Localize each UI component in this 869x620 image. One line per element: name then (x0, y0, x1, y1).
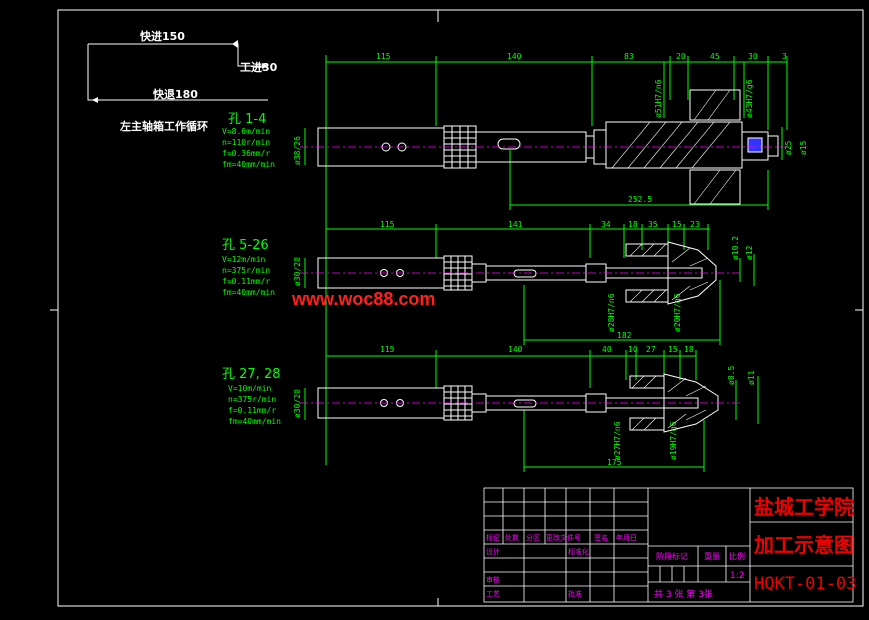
hole-1-dim-20: 20 (676, 52, 686, 61)
hole-3-title: 孔 27, 28 (222, 367, 280, 382)
watermark-url: www.woc88.com (292, 289, 436, 309)
hole-2-dim-34: 34 (601, 220, 611, 229)
tb-header-mark: 标记 (486, 533, 500, 542)
tb-header-change-doc: 更改文件号 (546, 533, 581, 542)
work-cycle-diagram: 快进150 工进30 快退180 左主轴箱工作循环 (87, 29, 278, 133)
hole-1-dia-right-2: ø15 (799, 140, 808, 155)
hole-3-fit-1: ø27H7/n6 (613, 421, 622, 460)
tb-drawing-code: HQKT-01-03 (754, 574, 856, 594)
tb-header-count: 处数 (505, 533, 519, 542)
hole-2-dim-115: 115 (380, 220, 395, 229)
hole-section-1: 孔 1-4 V=8.6m/min n=110r/min f=0.36mm/r f… (222, 52, 808, 210)
hole-2-dia-right-1: ø10.2 (731, 236, 740, 260)
hole-3-param-3: f=0.11mm/r (228, 406, 276, 415)
hole-1-fit-1: ø51H7/n6 (654, 79, 663, 118)
hole-2-dim-141: 141 (508, 220, 523, 229)
cycle-fast-in-label: 快进150 (139, 29, 185, 43)
hole-2-param-1: V=12m/min (222, 255, 266, 264)
hole-1-param-3: f=0.36mm/r (222, 149, 270, 158)
tb-header-date: 年月日 (616, 533, 637, 542)
tb-row-review: 审核 (486, 575, 500, 584)
hole-1-dim-83: 83 (624, 52, 634, 61)
tb-row-std: 标准化 (568, 547, 589, 556)
hole-2-dim-15: 15 (672, 220, 682, 229)
title-block-text: 标记 处数 分区 更改文件号 签名 年月日 设计 标准化 审核 工艺 批准 阶段… (486, 495, 856, 600)
hole-3-dim-18: 18 (684, 345, 694, 354)
hole-section-2: 孔 5-26 V=12m/min n=375r/min f=0.11mm/r f… (222, 220, 755, 345)
hole-1-dia-left: ø38/26 (293, 136, 302, 165)
hole-3-dia-right-2: ø11 (747, 370, 756, 385)
hole-1-param-4: fm=40mm/min (222, 160, 275, 169)
hole-3-dim-15: 15 (668, 345, 678, 354)
tb-weight: 重量 (704, 551, 720, 561)
hole-1-param-2: n=110r/min (222, 138, 270, 147)
title-block (483, 487, 854, 603)
hole-1-tool-tip (747, 137, 763, 153)
hole-3-dia-right-1: ø8.5 (727, 366, 736, 385)
hole-2-dim-18: 18 (628, 220, 638, 229)
tb-row-design: 设计 (486, 547, 500, 556)
hole-1-dim-45: 45 (710, 52, 720, 61)
hole-3-dim-40: 40 (602, 345, 612, 354)
tb-header-sign: 签名 (594, 533, 608, 542)
tb-drawing-title: 加工示意图 (753, 533, 854, 557)
hole-2-fit-1: ø28H7/n6 (607, 293, 616, 332)
hole-1-dim-bottom: 252.5 (628, 195, 652, 204)
hole-1-hatching (611, 89, 737, 205)
hole-1-dim-3: 3 (782, 52, 787, 61)
tb-row-process: 工艺 (486, 590, 500, 598)
hole-2-dim-bottom: 182 (617, 331, 632, 340)
hole-3-dim-115: 115 (380, 345, 395, 354)
hole-2-dia-left: ø30/20 (293, 257, 302, 286)
hole-2-param-3: f=0.11mm/r (222, 277, 270, 286)
tb-header-zone: 分区 (526, 533, 540, 542)
hole-1-dim-140: 140 (507, 52, 522, 61)
hole-3-fit-2: ø19H7/g6 (669, 421, 678, 460)
hole-1-dim-115: 115 (376, 52, 391, 61)
cycle-fast-out-label: 快退180 (152, 87, 198, 101)
hole-3-dia-left: ø30/20 (293, 389, 302, 418)
hole-2-title: 孔 5-26 (222, 238, 269, 253)
hole-section-3: 孔 27, 28 V=10m/min n=375r/min f=0.11mm/r… (222, 345, 759, 472)
tb-scale-label: 比例 (729, 551, 745, 561)
tb-stage-mark: 阶段标记 (656, 551, 688, 561)
tb-sheets: 共 3 张 第 3张 (654, 588, 713, 600)
tb-school-name: 盐城工学院 (754, 495, 854, 519)
cycle-caption: 左主轴箱工作循环 (119, 119, 208, 133)
hole-2-dia-right-2: ø12 (745, 245, 754, 260)
hole-2-param-4: fm=40mm/min (222, 288, 275, 297)
hole-3-dim-10: 10 (628, 345, 638, 354)
hole-3-param-2: n=375r/min (228, 395, 276, 404)
cycle-work-in-label: 工进30 (240, 60, 278, 74)
hole-3-dim-27: 27 (646, 345, 656, 354)
hole-3-dim-bottom: 175 (607, 458, 622, 467)
hole-1-dia-right-1: ø25 (784, 140, 793, 155)
hole-3-param-4: fm=40mm/min (228, 417, 281, 426)
hole-2-hatching (629, 243, 709, 303)
hole-1-fit-2: ø43H7/g6 (745, 79, 754, 118)
tb-row-approve: 批准 (568, 589, 582, 598)
hole-1-dim-30: 30 (748, 52, 758, 61)
tb-scale-value: 1:2 (730, 571, 744, 581)
hole-1-title: 孔 1-4 (228, 112, 266, 127)
hole-3-hatching (631, 375, 707, 431)
hole-3-dim-140: 140 (508, 345, 523, 354)
drawing-frame (50, 9, 864, 607)
hole-2-param-2: n=375r/min (222, 266, 270, 275)
hole-3-param-1: V=10m/min (228, 384, 272, 393)
hole-2-dim-35: 35 (648, 220, 658, 229)
hole-1-param-1: V=8.6m/min (222, 127, 270, 136)
hole-2-fit-2: ø20H7/g6 (673, 293, 682, 332)
hole-2-dim-23: 23 (690, 220, 700, 229)
